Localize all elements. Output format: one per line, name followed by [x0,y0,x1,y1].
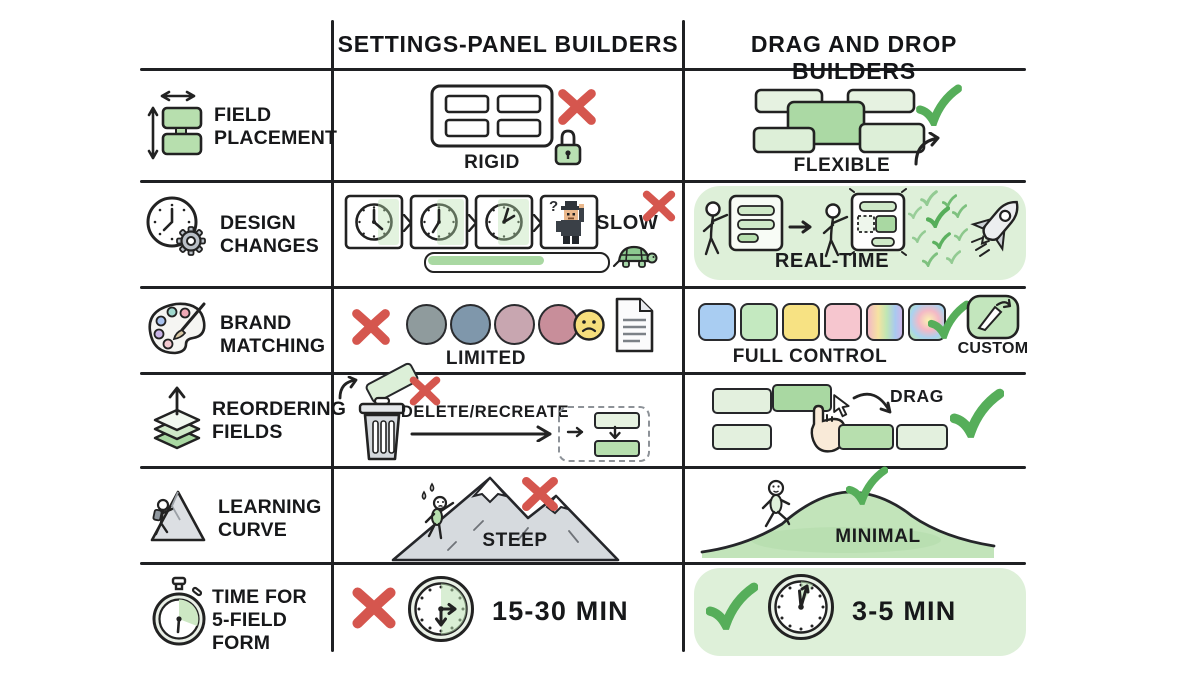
long-arrow-icon [410,425,552,442]
swatch-pink [824,303,862,341]
rocket-icon [970,200,1019,257]
field-block [712,424,772,450]
turtle-icon [612,245,658,268]
checkmarks-cluster-icon [908,190,968,267]
confused-person-panel-icon [539,194,599,250]
caption-delete-recreate: DELETE/RECREATE [400,403,570,421]
row-label-design-changes: DESIGN CHANGES [220,212,319,257]
cross-icon [350,584,398,632]
question-mark-glyph: ? [549,198,559,215]
row-divider-1 [140,180,1026,183]
recreated-field-1 [594,412,640,429]
steep-mountain-icon [391,476,620,562]
sad-face-icon [573,309,605,341]
lock-icon [554,129,582,166]
row-divider-4 [140,466,1026,469]
clock-3-5-icon [766,572,836,642]
caption-custom: CUSTOM [957,340,1029,357]
check-icon [916,84,962,126]
caption-real-time: REAL-TIME [774,250,890,272]
recreated-field-2 [594,440,640,457]
check-icon [950,388,1004,438]
row-label-learning-curve: LEARNING CURVE [218,496,322,541]
time-highlight-bg [694,568,1026,656]
field-block [712,388,772,414]
check-icon [928,300,970,339]
cross-icon [641,188,677,224]
check-icon [706,582,758,630]
check-icon [846,466,888,505]
arrow-right-icon [788,220,812,234]
field-block [896,424,948,450]
row-divider-5 [140,562,1026,565]
caption-drag: DRAG [890,386,944,406]
clock-panel-2-icon [409,194,469,250]
form-preview-icon [728,194,784,252]
row-label-field-placement: FIELD PLACEMENT [214,104,338,149]
color-circle-rose [538,304,579,345]
curved-arrow-icon [914,132,940,166]
reordering-fields-icon [153,386,201,450]
row-divider-header [140,68,1026,71]
cross-icon [556,86,598,128]
person-icon [700,200,730,258]
drag-arrow-icon [852,392,892,414]
field-placement-icon [147,90,203,160]
learning-curve-icon [150,490,206,542]
dropped-field-block [838,424,894,450]
rigid-grid-icon [430,84,554,148]
brand-matching-icon [148,302,206,355]
custom-design-icon [966,294,1020,340]
column-divider-1 [331,20,334,652]
color-circle-mauve [494,304,535,345]
caption-minimal: MINIMAL [835,526,921,547]
design-changes-icon [146,196,206,256]
row-label-time-form: TIME FOR 5-FIELD FORM [212,586,307,654]
stopwatch-icon [152,576,206,646]
swatch-gradient [866,303,904,341]
header-drag-drop: DRAG AND DROP BUILDERS [750,31,958,84]
swatch-green [740,303,778,341]
clock-15-30-icon [406,574,476,644]
time-dragdrop-value: 3-5 MIN [852,596,957,626]
muted-color-circles [406,304,579,345]
flexible-blocks-icon [752,88,926,154]
recreate-dashed-box [558,406,650,462]
live-editing-form-icon [849,188,907,256]
color-circle-gray [406,304,447,345]
caption-slow: SLOW [596,212,659,234]
small-arrow-right-icon [566,426,584,438]
column-divider-2 [682,20,685,652]
clock-panel-3-icon [474,194,534,250]
caption-limited: LIMITED [445,348,527,369]
caption-full-control: FULL CONTROL [732,346,888,367]
swatch-yellow [782,303,820,341]
time-settings-value: 15-30 MIN [492,596,629,626]
header-settings-panel: SETTINGS-PANEL BUILDERS [337,31,679,57]
color-circle-blue-gray [450,304,491,345]
caption-rigid: RIGID [464,152,520,173]
down-arrow-icon [609,425,621,440]
row-divider-3 [140,372,1026,375]
row-label-brand-matching: BRAND MATCHING [220,312,326,357]
full-color-swatches [698,303,946,341]
row-label-reordering-fields: REORDERING FIELDS [212,398,347,443]
caption-steep: STEEP [482,530,548,551]
caption-flexible: FLEXIBLE [793,155,891,176]
document-icon [615,297,654,353]
toss-arrow-icon [338,376,358,400]
progress-bar [424,252,610,273]
cross-icon [350,306,392,348]
cross-icon [520,474,560,514]
clock-panel-1-icon [344,194,404,250]
row-divider-2 [140,286,1026,289]
trash-can-icon [358,396,406,461]
swatch-blue [698,303,736,341]
